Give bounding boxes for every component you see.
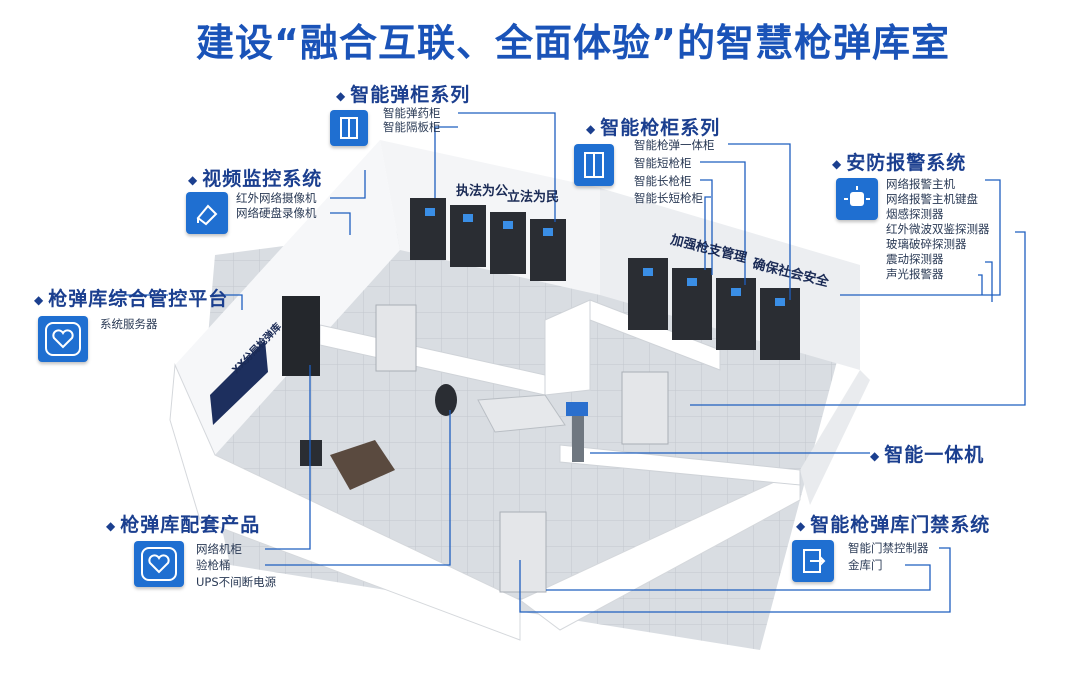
door-access-icon <box>792 540 834 582</box>
section-ammo-cabinet-title: ◆智能弹柜系列 <box>336 84 471 106</box>
list-item: 智能长短枪柜 <box>634 191 703 205</box>
heart-icon <box>38 316 88 362</box>
list-item: 智能短枪柜 <box>634 156 692 170</box>
section-platform-title: ◆枪弹库综合管控平台 <box>34 288 229 310</box>
front-wall-left <box>169 363 521 641</box>
partition-4 <box>559 444 801 486</box>
list-item: 红外网络摄像机 <box>236 191 317 205</box>
list-item: 金库门 <box>848 558 883 572</box>
section-gun-cabinet-title: ◆智能枪柜系列 <box>586 117 721 139</box>
wall-slogan: 立法为民 <box>507 190 560 205</box>
list-item: 网络报警主机 <box>886 177 955 191</box>
cabinet-icon <box>330 110 368 146</box>
list-item: 智能枪弹一体柜 <box>634 138 715 152</box>
leader-lines <box>110 112 1026 613</box>
heart-icon <box>134 541 184 587</box>
list-item: 玻璃破碎探测器 <box>886 237 967 251</box>
partition-2 <box>544 299 591 396</box>
chair <box>300 440 322 466</box>
desk <box>330 440 395 490</box>
list-item: 声光报警器 <box>886 267 944 281</box>
cabinet-icon <box>574 144 614 186</box>
section-access-title: ◆智能枪弹库门禁系统 <box>796 514 991 536</box>
right-wall <box>800 370 870 505</box>
vault-door-3 <box>499 511 547 593</box>
list-item: 智能长枪柜 <box>634 174 692 188</box>
section-kiosk-title: ◆智能一体机 <box>870 444 985 466</box>
section-alarm-title: ◆安防报警系统 <box>832 152 967 174</box>
list-item: 网络硬盘录像机 <box>236 206 317 220</box>
list-item: 烟感探测器 <box>886 207 944 221</box>
cabinets-group-right <box>628 258 800 360</box>
list-item: UPS不间断电源 <box>196 575 277 589</box>
section-accessories-title: ◆枪弹库配套产品 <box>106 514 261 536</box>
table <box>477 394 566 433</box>
list-item: 验枪桶 <box>196 558 231 572</box>
page-title: 建设“融合互联、全面体验”的智慧枪弹库室 <box>196 21 950 65</box>
cabinets-group-left <box>410 198 566 281</box>
gun-check-bin <box>435 384 457 416</box>
list-item: 红外微波双鉴探测器 <box>886 222 990 236</box>
server-rack <box>282 296 320 376</box>
kiosk-body <box>572 410 584 462</box>
list-item: 网络报警主机键盘 <box>886 192 978 206</box>
list-item: 震动探测器 <box>886 252 944 266</box>
list-item: 智能弹药柜 <box>383 106 441 120</box>
vault-door-1 <box>375 304 417 372</box>
vault-door-2 <box>621 371 669 445</box>
list-item: 智能隔板柜 <box>383 120 441 134</box>
list-item: 系统服务器 <box>100 317 158 331</box>
list-item: 网络机柜 <box>196 542 242 556</box>
wall-screen <box>210 340 268 425</box>
kiosk-screen <box>566 402 588 416</box>
alarm-icon <box>836 178 878 220</box>
wall-slogan: 执法为公 <box>456 184 509 199</box>
camera-icon <box>186 192 228 234</box>
section-video-title: ◆视频监控系统 <box>188 168 323 190</box>
list-item: 智能门禁控制器 <box>848 541 929 555</box>
